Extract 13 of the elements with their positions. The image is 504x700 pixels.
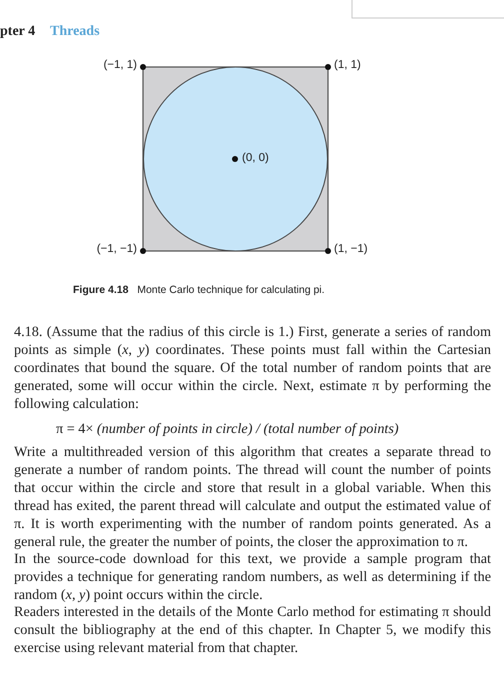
- chapter-title: Threads: [50, 24, 100, 40]
- formula: π = 4× (number of points in circle) / (total number of points): [56, 421, 399, 439]
- paragraph: 4.18. (Assume that the radius of this circle is 1.) First, generate a series of random points as simple (x, y) coordinates. These points must fall within the Cartesian coordinates that bound the square. Of the total number of random points that are generated, some will occur within the circle. Next, estimate π by performing the following calculation:: [14, 324, 491, 414]
- paragraph: Write a multithreaded version of this algorithm that creates a separate thread to generate a number of random points. The thread will count the number of points that occur within the circle and store that result in a global variable. When this thread has exited, the parent thread will calculate and output the estimated value of π. It is worth experimenting with the number of random points generated. As a general rule, the greater the number of points, the closer the approximation to π.: [14, 444, 491, 552]
- coordinate-label: (−1, 1): [103, 59, 137, 71]
- figure-caption: Figure 4.18 Monte Carlo technique for calculating pi.: [73, 284, 325, 296]
- coordinate-label: (−1, −1): [96, 243, 137, 255]
- chapter-number: pter 4: [0, 24, 36, 40]
- coordinate-label: (1, −1): [334, 243, 368, 255]
- coordinate-label: (1, 1): [334, 59, 361, 71]
- paragraph: Readers interested in the details of the Monte Carlo method for estimating π should consult the bibliography at the end of this chapter. In Chapter 5, we modify this exercise using relevant material from that chapter.: [14, 604, 491, 658]
- paragraph: In the source-code download for this text, we provide a sample program that provides a technique for generating random numbers, as well as determining if the random (x, y) point occurs within the circle.: [14, 551, 491, 605]
- coordinate-label: (0, 0): [242, 152, 269, 164]
